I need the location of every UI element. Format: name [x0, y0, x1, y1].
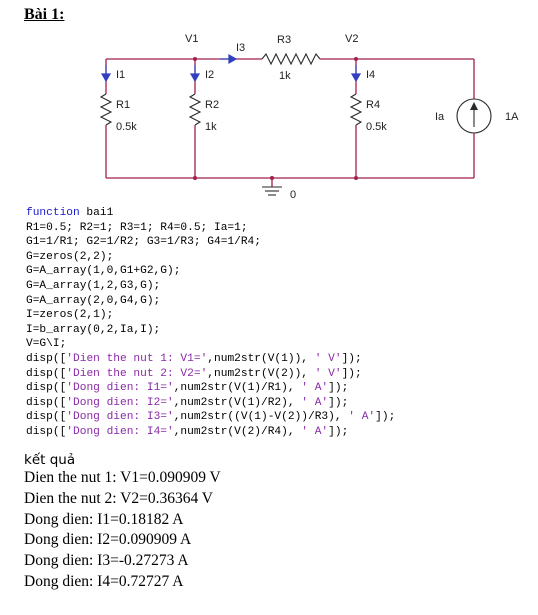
node-dot-v1	[193, 57, 197, 61]
code-text: disp([	[26, 411, 67, 424]
label-r4-name: R4	[366, 99, 380, 111]
code-text: ]);	[328, 425, 349, 438]
arrow-i4-head	[350, 73, 362, 83]
label-r1-value: 0.5k	[116, 121, 137, 133]
label-ground: 0	[290, 189, 296, 201]
code-text: ]);	[341, 367, 362, 380]
code-text: disp([	[26, 352, 67, 365]
code-line: G=A_array(1,2,G3,G);	[26, 279, 395, 294]
label-i1: I1	[116, 69, 125, 81]
label-i4: I4	[366, 69, 375, 81]
code-text: ,num2str(V(2)/R4),	[173, 425, 302, 438]
code-text: ,num2str(V(1)/R1),	[173, 382, 302, 395]
code-line: I=zeros(2,1);	[26, 308, 395, 323]
code-string: 'Dien the nut 2: V2='	[66, 367, 208, 380]
label-i3: I3	[236, 42, 245, 54]
label-r3-name: R3	[277, 34, 291, 46]
code-string: ' A'	[301, 425, 329, 438]
code-keyword: function	[26, 207, 80, 219]
code-text: disp([	[26, 367, 67, 380]
code-string: ' V'	[314, 367, 342, 380]
code-text: G=zeros(2,2);	[26, 250, 114, 263]
resistor-r4	[349, 93, 363, 126]
code-string: ' V'	[314, 352, 342, 365]
code-string: 'Dong dien: I3='	[66, 411, 174, 424]
label-r3-value: 1k	[279, 70, 291, 82]
code-text: ,num2str((V(1)-V(2))/R3),	[173, 411, 349, 424]
code-text: ,num2str(V(1)),	[207, 352, 315, 365]
code-text: ,num2str(V(2)),	[207, 367, 315, 380]
arrow-i2-head	[189, 73, 201, 83]
node-dot-bottom-2	[354, 176, 358, 180]
code-text: ]);	[341, 352, 362, 365]
result-line-i1: Dong dien: I1=0.18182 A	[24, 510, 184, 528]
code-line: V=G\I;	[26, 337, 395, 352]
label-r1-name: R1	[116, 99, 130, 111]
code-string: ' A'	[301, 396, 329, 409]
code-text: disp([	[26, 425, 67, 438]
label-r2-value: 1k	[205, 121, 217, 133]
exercise-heading: Bài 1:	[24, 6, 65, 23]
code-line: function bai1	[26, 206, 395, 221]
code-text: ]);	[328, 396, 349, 409]
code-line: disp(['Dong dien: I2=',num2str(V(1)/R2),…	[26, 396, 395, 411]
code-line: disp(['Dong dien: I4=',num2str(V(2)/R4),…	[26, 425, 395, 440]
code-string: 'Dong dien: I1='	[66, 382, 174, 395]
arrow-i1-head	[100, 73, 112, 83]
results-output: Dien the nut 1: V1=0.090909 V Dien the n…	[24, 468, 221, 593]
code-text: ]);	[328, 382, 349, 395]
code-text: G=A_array(1,2,G3,G);	[26, 279, 161, 292]
result-line-i3: Dong dien: I3=-0.27273 A	[24, 552, 189, 570]
code-string: 'Dien the nut 1: V1='	[66, 352, 208, 365]
code-text: disp([	[26, 396, 67, 409]
label-node-v2: V2	[345, 33, 358, 45]
code-line: I=b_array(0,2,Ia,I);	[26, 323, 395, 338]
code-line: G=zeros(2,2);	[26, 250, 395, 265]
result-title: kết quả	[24, 452, 76, 468]
circuit-diagram: V1 V2 I3 R3 1k I1 R1 0.5k I2 R2 1k I4 R4…	[99, 33, 519, 201]
resistor-r2	[188, 93, 202, 126]
code-string: 'Dong dien: I2='	[66, 396, 174, 409]
label-node-v1: V1	[185, 33, 198, 45]
code-line: G=A_array(2,0,G4,G);	[26, 294, 395, 309]
result-line-v2: Dien the nut 2: V2=0.36364 V	[24, 489, 213, 507]
code-text: R1=0.5; R2=1; R3=1; R4=0.5; Ia=1;	[26, 221, 248, 234]
code-line: disp(['Dong dien: I1=',num2str(V(1)/R1),…	[26, 381, 395, 396]
code-text: ,num2str(V(1)/R2),	[173, 396, 302, 409]
label-source-name: Ia	[435, 111, 445, 123]
result-line-v1: Dien the nut 1: V1=0.090909 V	[24, 469, 221, 486]
code-line: disp(['Dong dien: I3=',num2str((V(1)-V(2…	[26, 410, 395, 425]
label-i2: I2	[205, 69, 214, 81]
arrow-i3-head	[228, 53, 238, 65]
code-text: disp([	[26, 382, 67, 395]
label-source-value: 1A	[505, 111, 519, 123]
current-source-arrowhead	[470, 102, 478, 110]
code-line: G1=1/R1; G2=1/R2; G3=1/R3; G4=1/R4;	[26, 235, 395, 250]
code-string: ' A'	[348, 411, 376, 424]
code-string: ' A'	[301, 382, 329, 395]
node-dot-bottom-1	[193, 176, 197, 180]
code-line: R1=0.5; R2=1; R3=1; R4=0.5; Ia=1;	[26, 221, 395, 236]
label-r2-name: R2	[205, 99, 219, 111]
code-text: V=G\I;	[26, 338, 67, 351]
code-text: I=zeros(2,1);	[26, 309, 114, 322]
code-text: G=A_array(1,0,G1+G2,G);	[26, 265, 181, 278]
code-text: ]);	[375, 411, 396, 424]
result-line-i4: Dong dien: I4=0.72727 A	[24, 572, 184, 590]
code-line: G=A_array(1,0,G1+G2,G);	[26, 264, 395, 279]
label-r4-value: 0.5k	[366, 121, 387, 133]
code-text: bai1	[79, 207, 114, 219]
result-line-i2: Dong dien: I2=0.090909 A	[24, 531, 192, 549]
node-dot-v2	[354, 57, 358, 61]
code-string: 'Dong dien: I4='	[66, 425, 174, 438]
code-line: disp(['Dien the nut 2: V2=',num2str(V(2)…	[26, 367, 395, 382]
resistor-r1	[99, 93, 113, 126]
code-text: G=A_array(2,0,G4,G);	[26, 294, 161, 307]
resistor-r3	[261, 52, 321, 66]
code-text: G1=1/R1; G2=1/R2; G3=1/R3; G4=1/R4;	[26, 236, 261, 249]
code-line: disp(['Dien the nut 1: V1=',num2str(V(1)…	[26, 352, 395, 367]
code-text: I=b_array(0,2,Ia,I);	[26, 323, 161, 336]
